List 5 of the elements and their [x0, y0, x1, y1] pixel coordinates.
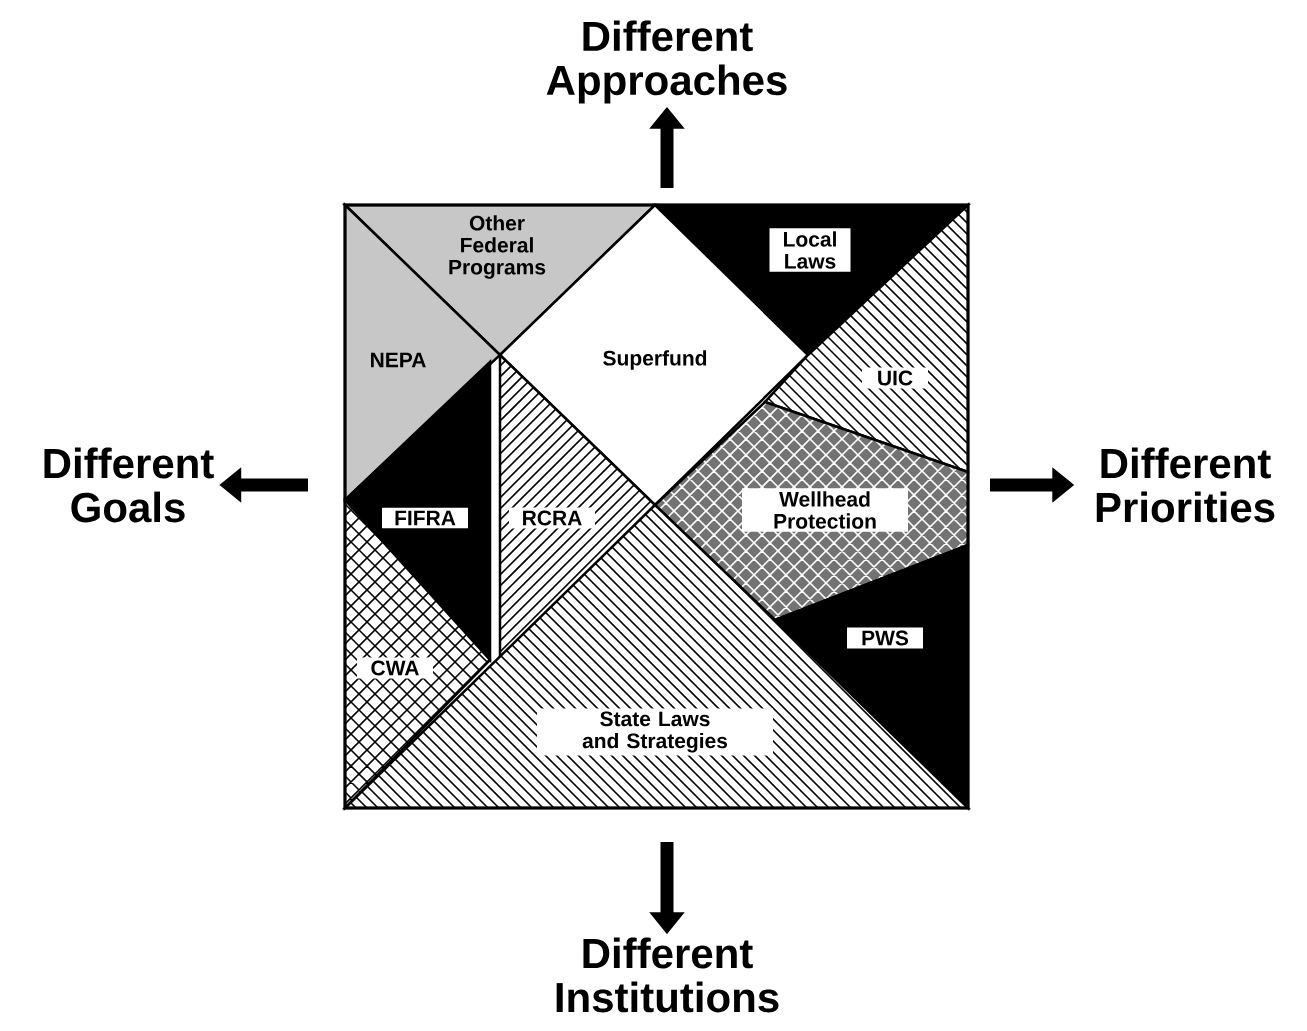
heading-text: Different Approaches	[546, 20, 787, 104]
node-label: RCRA	[523, 510, 582, 526]
heading-text: Different Goals	[44, 447, 214, 523]
heading-text: Different Priorities	[1096, 447, 1275, 523]
heading-text: Different Institutions	[556, 937, 779, 1013]
